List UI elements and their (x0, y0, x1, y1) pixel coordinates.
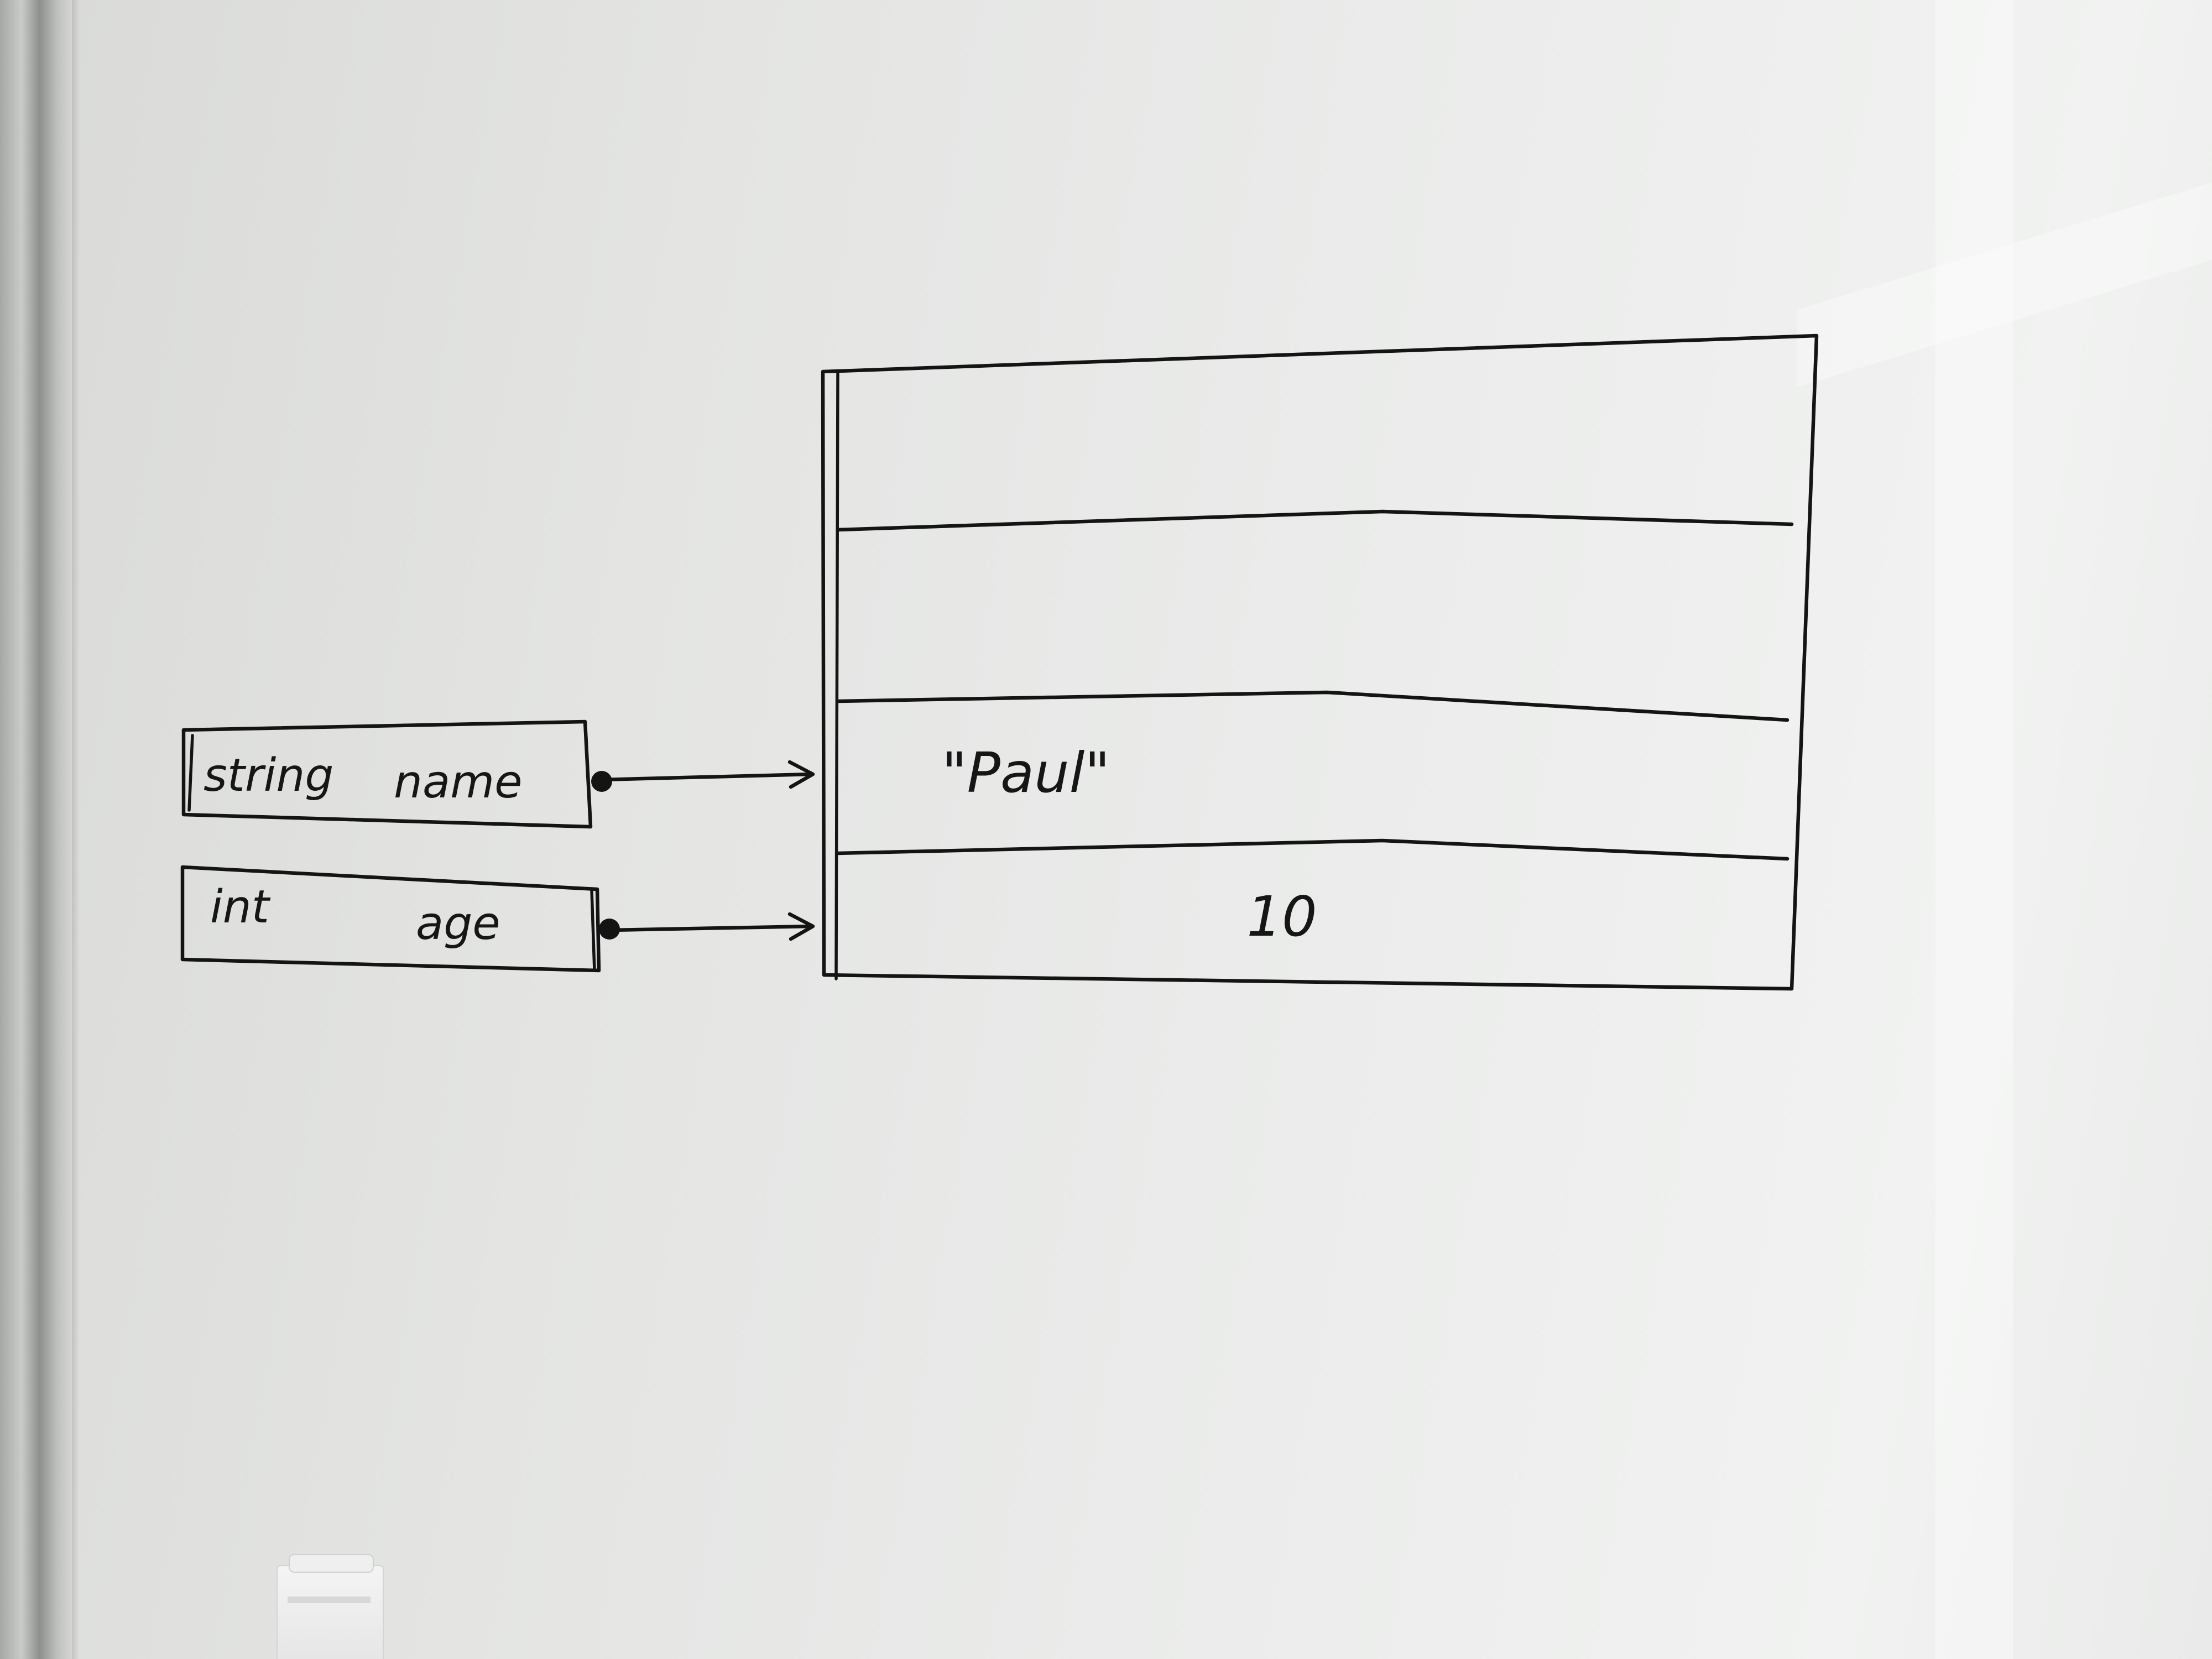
memory-divider (836, 509, 1794, 532)
memory-divider (836, 690, 1790, 722)
memory-block-edge (834, 372, 839, 980)
pointer-arrow-line (607, 924, 814, 932)
light-reflection (1797, 182, 2212, 387)
marker-tray (276, 1554, 384, 1659)
variable-type-label: int (210, 881, 271, 933)
memory-block-outline (821, 333, 1819, 991)
light-reflection (1936, 0, 2013, 1659)
memory-cell-value: "Paul" (942, 740, 1110, 805)
whiteboard-frame (0, 0, 80, 1659)
variable-box-outline (180, 865, 601, 973)
variable-box-edge (590, 889, 596, 972)
pointer-arrow-line (599, 772, 814, 782)
variable-name-label: age (416, 898, 500, 950)
variable-type-label: string (204, 749, 333, 802)
variable-box-age: int age (180, 865, 815, 973)
memory-block: "Paul" 10 (821, 333, 1819, 991)
pointer-arrowhead (787, 912, 815, 941)
memory-cell-value: 10 (1246, 884, 1317, 949)
pointer-arrowhead (787, 760, 815, 789)
variable-box-outline (181, 719, 593, 829)
variable-box-name: string name (181, 719, 815, 829)
memory-divider (836, 838, 1790, 861)
variable-name-label: name (394, 756, 523, 808)
variable-box-edge (187, 734, 194, 812)
